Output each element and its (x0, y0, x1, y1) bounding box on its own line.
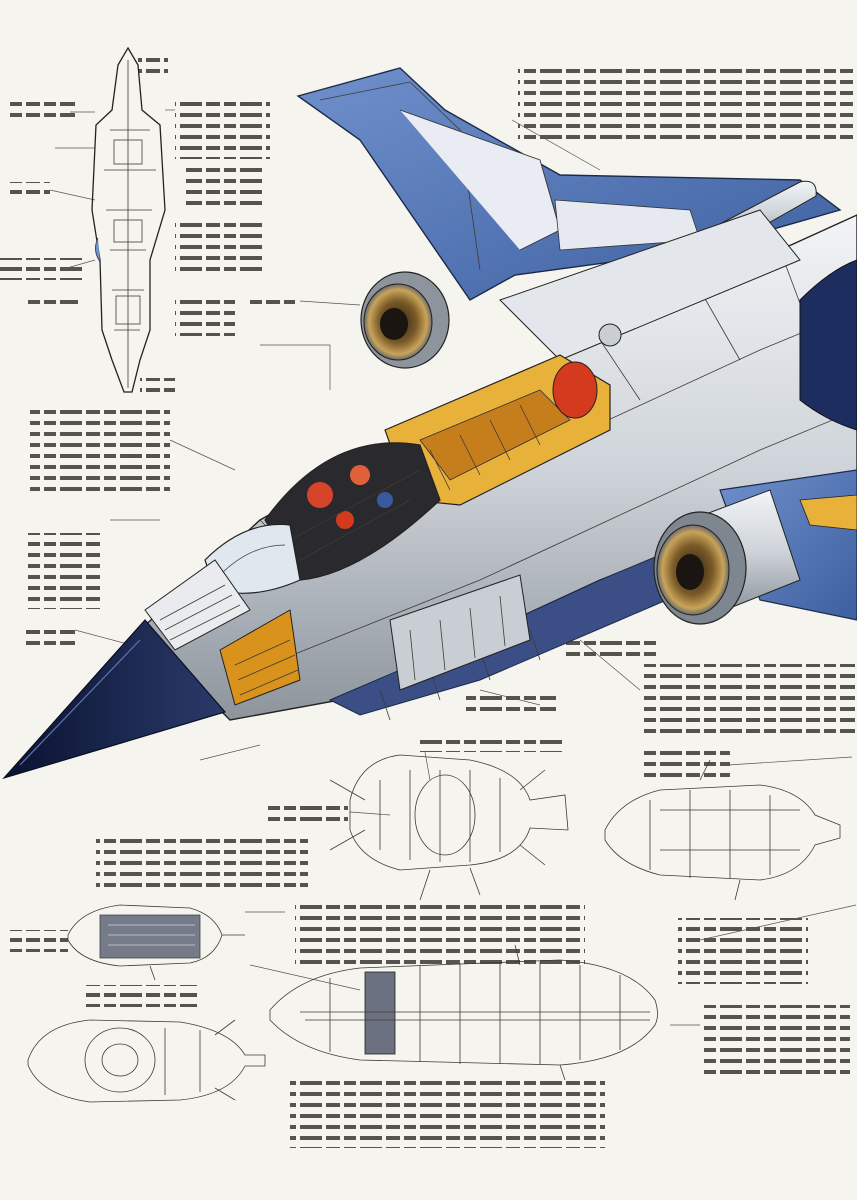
right-component-sketch (604, 759, 841, 901)
lower-engine-nozzle (653, 489, 801, 625)
lower-left-component-sketch (27, 1019, 266, 1103)
vertical-cross-section (91, 46, 166, 393)
center-component-sketch (329, 754, 569, 901)
starfighter-cutaway (2, 67, 857, 780)
left-component-sketch (67, 904, 245, 981)
notes-text-blocks (0, 58, 855, 1148)
upper-engine-nozzle (360, 271, 450, 369)
long-fuselage-section (269, 944, 658, 1081)
callout-leader-lines (49, 109, 857, 1026)
